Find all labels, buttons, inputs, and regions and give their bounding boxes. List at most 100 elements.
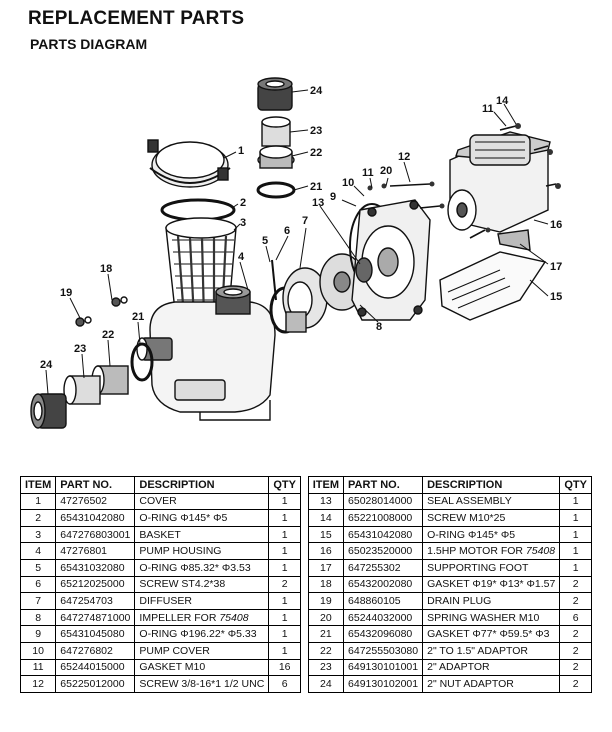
item-cell: 19 bbox=[307, 592, 345, 610]
item-cell: 18 bbox=[307, 575, 345, 594]
callout-1: 1 bbox=[238, 145, 244, 157]
description-cell: IMPELLER FOR 75408 bbox=[134, 608, 270, 627]
callout-5: 5 bbox=[262, 235, 268, 247]
item-cell: 10 bbox=[19, 641, 57, 660]
item-cell: 12 bbox=[19, 675, 57, 693]
item-cell: 22 bbox=[307, 641, 345, 660]
callout-18: 18 bbox=[100, 263, 112, 275]
qty-cell: 2 bbox=[559, 658, 592, 677]
description-cell: O-RING Φ85.32* Φ3.53 bbox=[134, 558, 270, 577]
part-number-cell: 647276803001 bbox=[55, 525, 136, 544]
description-cell: SPRING WASHER M10 bbox=[422, 608, 561, 627]
qty-cell: 2 bbox=[268, 575, 301, 594]
item-cell: 3 bbox=[19, 525, 57, 544]
model-number: 75408 bbox=[219, 611, 249, 624]
qty-cell: 2 bbox=[559, 592, 592, 610]
callout-24-side: 24 bbox=[40, 359, 53, 371]
table-header-row: ITEM PART NO. DESCRIPTION QTY bbox=[307, 476, 592, 494]
callout-23: 23 bbox=[310, 125, 322, 137]
col-part: PART NO. bbox=[55, 476, 136, 494]
description-cell: SCREW ST4.2*38 bbox=[134, 575, 270, 594]
callout-14: 14 bbox=[496, 95, 509, 107]
item-cell: 15 bbox=[307, 525, 345, 544]
item-cell: 8 bbox=[19, 608, 57, 627]
item-cell: 1 bbox=[19, 492, 57, 511]
description-cell: GASKET M10 bbox=[134, 658, 270, 677]
part-number-cell: 47276801 bbox=[55, 542, 136, 560]
callout-23-side: 23 bbox=[74, 343, 86, 355]
item-cell: 9 bbox=[19, 625, 57, 643]
description-cell: 1.5HP MOTOR FOR 75408 bbox=[422, 542, 561, 560]
description-cell: SUPPORTING FOOT bbox=[422, 558, 561, 577]
callout-3: 3 bbox=[240, 217, 246, 229]
col-desc: DESCRIPTION bbox=[422, 476, 561, 494]
part-number-cell: 65028014000 bbox=[343, 492, 424, 511]
callout-17: 17 bbox=[550, 261, 562, 273]
callout-7: 7 bbox=[302, 215, 308, 227]
item-cell: 17 bbox=[307, 558, 345, 577]
callout-6: 6 bbox=[284, 225, 290, 237]
qty-cell: 1 bbox=[559, 542, 592, 560]
callout-11-left: 11 bbox=[362, 167, 374, 179]
item-cell: 5 bbox=[19, 558, 57, 577]
description-cell: 2" NUT ADAPTOR bbox=[422, 675, 561, 693]
item-cell: 6 bbox=[19, 575, 57, 594]
parts-diagram: 24 23 22 21 1 2 3 4 5 6 7 8 9 10 13 11 2… bbox=[30, 77, 562, 429]
item-cell: 2 bbox=[19, 509, 57, 527]
qty-cell: 1 bbox=[268, 608, 301, 627]
description-cell: GASKET Φ19* Φ13* Φ1.57 bbox=[422, 575, 561, 594]
part-number-cell: 647276802 bbox=[55, 641, 136, 660]
qty-cell: 1 bbox=[268, 542, 301, 560]
callout-21: 21 bbox=[310, 181, 322, 193]
part-number-cell: 65431045080 bbox=[55, 625, 136, 643]
callout-15: 15 bbox=[550, 291, 562, 303]
callout-10: 10 bbox=[342, 177, 354, 189]
description-cell: PUMP HOUSING bbox=[134, 542, 270, 560]
part-number-cell: 647255302 bbox=[343, 558, 424, 577]
callout-19: 19 bbox=[60, 287, 72, 299]
item-cell: 7 bbox=[19, 592, 57, 610]
screws-right bbox=[389, 125, 557, 239]
part-number-cell: 65221008000 bbox=[343, 509, 424, 527]
nut-adaptor-top bbox=[257, 77, 293, 111]
qty-cell: 16 bbox=[268, 658, 301, 677]
qty-cell: 1 bbox=[559, 492, 592, 511]
col-desc: DESCRIPTION bbox=[134, 476, 270, 494]
callout-24: 24 bbox=[310, 85, 323, 97]
qty-cell: 1 bbox=[268, 625, 301, 643]
two-to-one-half-adaptor-side bbox=[91, 365, 129, 395]
description-cell: SCREW 3/8-16*1 1/2 UNC bbox=[134, 675, 270, 693]
description-cell: SEAL ASSEMBLY bbox=[422, 492, 561, 511]
description-cell: BASKET bbox=[134, 525, 270, 544]
description-cell: O-RING Φ145* Φ5 bbox=[134, 509, 270, 527]
part-number-cell: 65432096080 bbox=[343, 625, 424, 643]
description-text: 1.5HP MOTOR FOR bbox=[427, 545, 526, 558]
description-cell: O-RING Φ145* Φ5 bbox=[422, 525, 561, 544]
callout-4: 4 bbox=[238, 251, 245, 263]
callout-9: 9 bbox=[330, 191, 336, 203]
drain-plug bbox=[75, 316, 92, 327]
part-number-cell: 649130101001 bbox=[343, 658, 424, 677]
qty-cell: 2 bbox=[559, 575, 592, 594]
part-number-cell: 65212025000 bbox=[55, 575, 136, 594]
qty-cell: 2 bbox=[559, 675, 592, 693]
part-number-cell: 65431042080 bbox=[343, 525, 424, 544]
part-number-cell: 649130102001 bbox=[343, 675, 424, 693]
item-cell: 20 bbox=[307, 608, 345, 627]
description-cell: 2" TO 1.5" ADAPTOR bbox=[422, 641, 561, 660]
